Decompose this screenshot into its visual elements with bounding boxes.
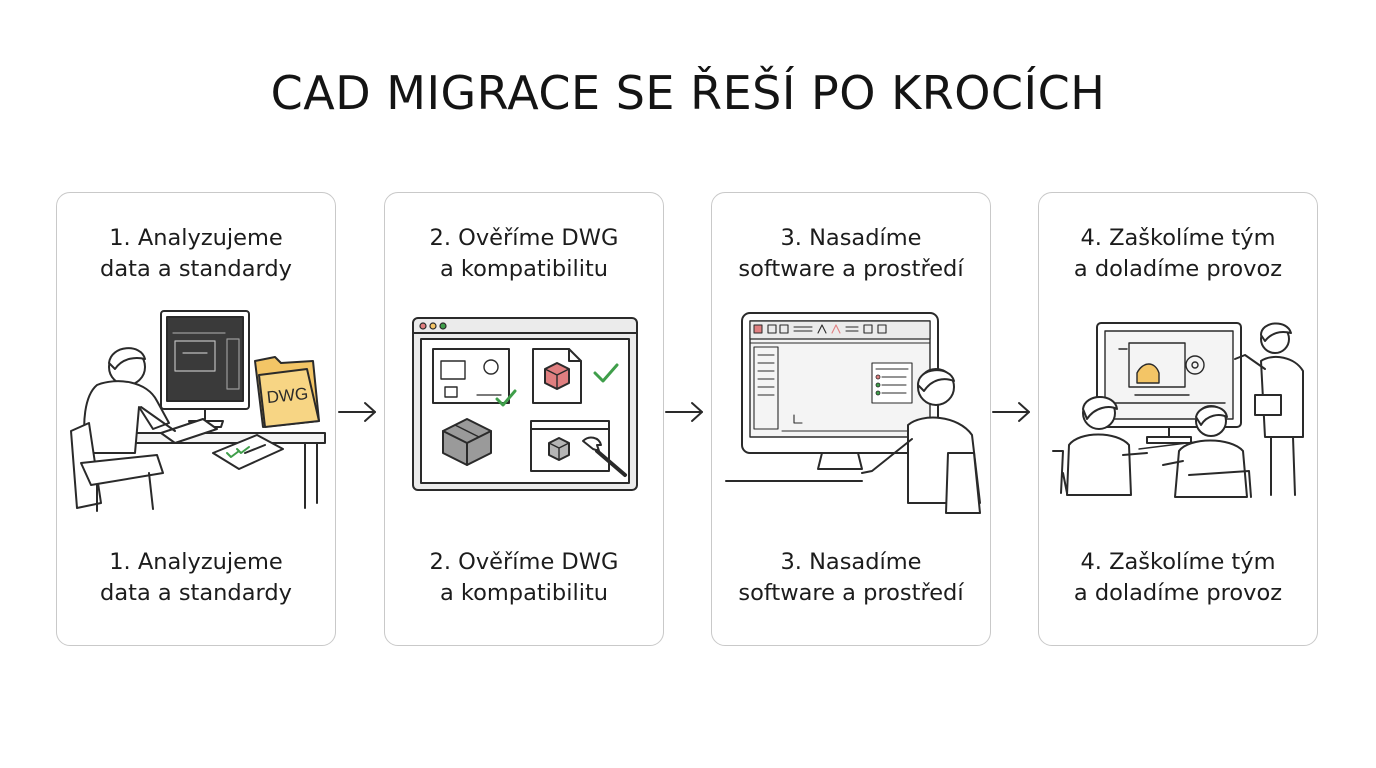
step-1-caption-line-1: 1. Analyzujeme	[109, 549, 283, 575]
step-card-2: 2. Ověříme DWG a kompatibilitu	[384, 192, 664, 646]
step-3-heading-line-1: 3. Nasadíme	[780, 225, 922, 251]
step-4-caption-line-2: a doladíme provoz	[1073, 580, 1283, 606]
step-3-caption-line-2: software a prostředí	[738, 580, 964, 606]
step-1-caption: 1. Analyzujeme data a standardy	[57, 547, 335, 609]
team-training-illustration	[1052, 322, 1304, 498]
step-2-heading-line-2: a kompatibilitu	[439, 256, 609, 282]
arrow-right-icon	[665, 402, 703, 422]
step-3-caption: 3. Nasadíme software a prostředí	[712, 547, 990, 609]
step-card-3: 3. Nasadíme software a prostředí	[711, 192, 991, 646]
step-3-heading: 3. Nasadíme software a prostředí	[712, 223, 990, 285]
step-4-heading-line-1: 4. Zaškolíme tým	[1080, 225, 1276, 251]
step-2-heading: 2. Ověříme DWG a kompatibilitu	[385, 223, 663, 285]
step-2-heading-line-1: 2. Ověříme DWG	[429, 225, 619, 251]
step-card-4: 4. Zaškolíme tým a doladíme provoz	[1038, 192, 1318, 646]
step-4-caption: 4. Zaškolíme tým a doladíme provoz	[1039, 547, 1317, 609]
dwg-verification-window-illustration	[412, 317, 638, 491]
arrow-right-icon	[992, 402, 1030, 422]
step-4-heading: 4. Zaškolíme tým a doladíme provoz	[1039, 223, 1317, 285]
step-2-caption-line-2: a kompatibilitu	[439, 580, 609, 606]
dwg-folder-label: DWG	[266, 384, 309, 407]
step-3-heading-line-2: software a prostředí	[738, 256, 964, 282]
software-deployment-illustration	[725, 312, 981, 514]
arrow-right-icon	[338, 402, 376, 422]
step-3-caption-line-1: 3. Nasadíme	[780, 549, 922, 575]
step-1-heading-line-1: 1. Analyzujeme	[109, 225, 283, 251]
step-4-caption-line-1: 4. Zaškolíme tým	[1080, 549, 1276, 575]
step-2-caption: 2. Ověříme DWG a kompatibilitu	[385, 547, 663, 609]
step-4-heading-line-2: a doladíme provoz	[1073, 256, 1283, 282]
step-1-caption-line-2: data a standardy	[100, 580, 292, 606]
step-1-heading: 1. Analyzujeme data a standardy	[57, 223, 335, 285]
step-card-1: 1. Analyzujeme data a standardy	[56, 192, 336, 646]
designer-at-desk-illustration: DWG	[70, 310, 326, 512]
step-1-heading-line-2: data a standardy	[100, 256, 292, 282]
step-2-caption-line-1: 2. Ověříme DWG	[429, 549, 619, 575]
page-title: CAD MIGRACE SE ŘEŠÍ PO KROCÍCH	[270, 66, 1106, 120]
